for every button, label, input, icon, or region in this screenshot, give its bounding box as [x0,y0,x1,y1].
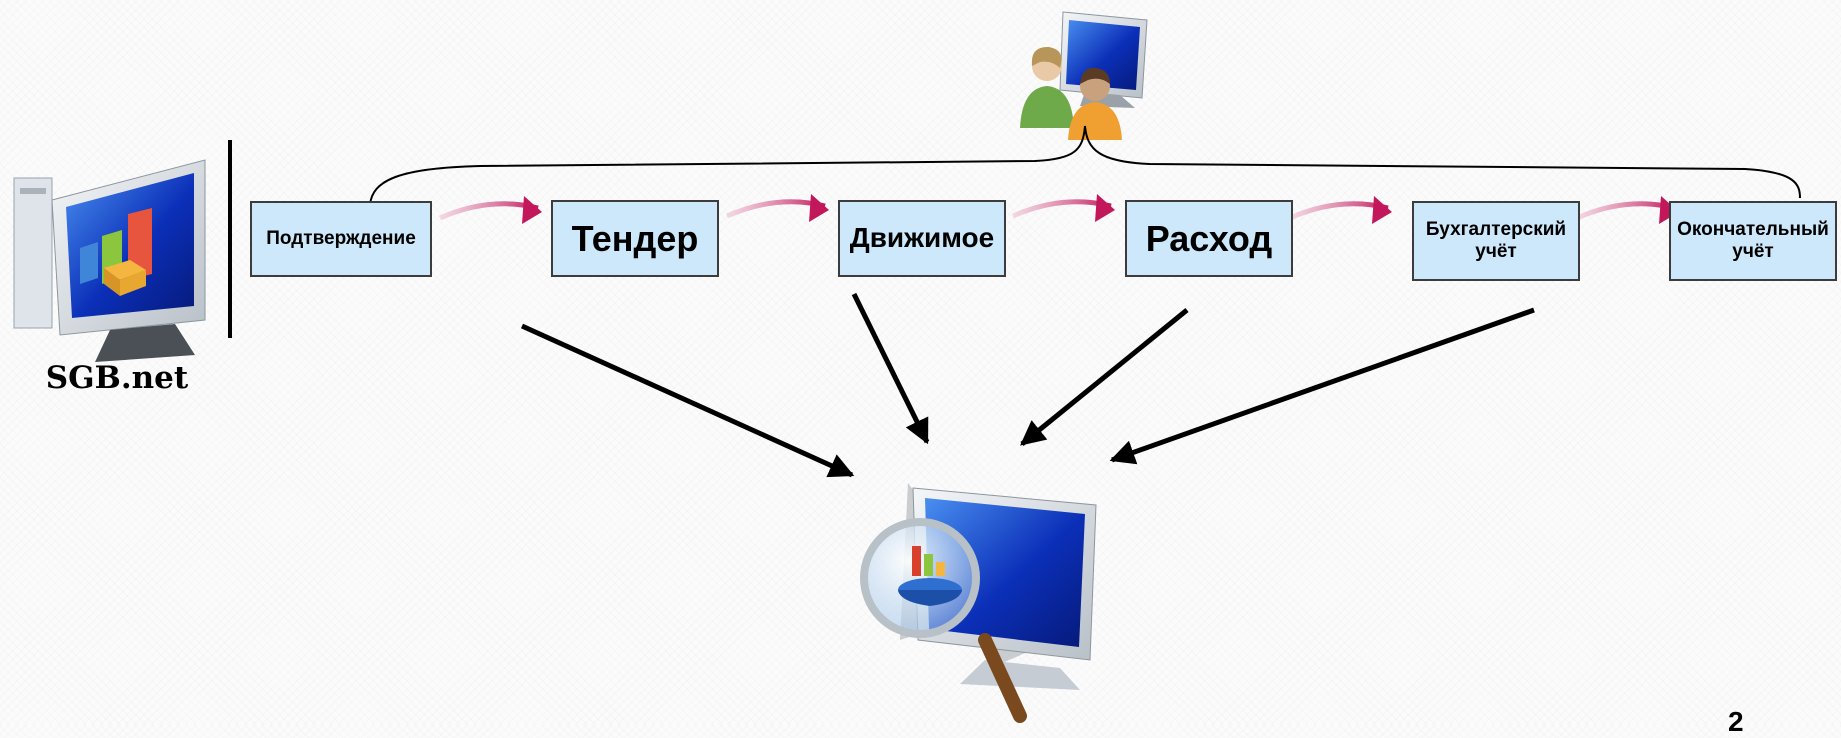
flow-arrow-head [522,196,542,224]
sgb-computer-icon [13,159,206,362]
stage-label: Подтверждение [266,228,416,250]
users-computer-icon [1020,11,1148,140]
flow-arrows [438,194,1679,224]
stage-confirmation: Подтверждение [250,201,432,277]
report-arrow [1020,308,1189,446]
stage-accounting: Бухгалтерский учёт [1412,201,1580,281]
app-name-label: SGB.net [45,360,189,396]
stage-tender: Тендер [551,200,719,277]
stage-movable: Движимое [838,200,1006,277]
stage-label: Окончательный учёт [1677,219,1829,262]
report-arrow [520,323,855,478]
stage-label: Бухгалтерский учёт [1425,219,1567,262]
report-arrows [520,292,1535,478]
stage-label: Расход [1145,217,1273,259]
report-arrow [1109,307,1535,465]
flow-arrow-head [809,194,829,222]
report-arrow [851,292,930,445]
stage-expense: Расход [1125,200,1293,277]
stage-final: Окончательный учёт [1669,201,1837,281]
flow-arrow-head [1372,196,1392,224]
flow-arrow-head [1095,194,1115,222]
users-brace [369,125,1801,206]
stage-label: Движимое [849,222,995,254]
analysis-monitor-icon [860,483,1097,723]
page-number: 2 [1728,706,1744,737]
stage-label: Тендер [571,217,699,259]
